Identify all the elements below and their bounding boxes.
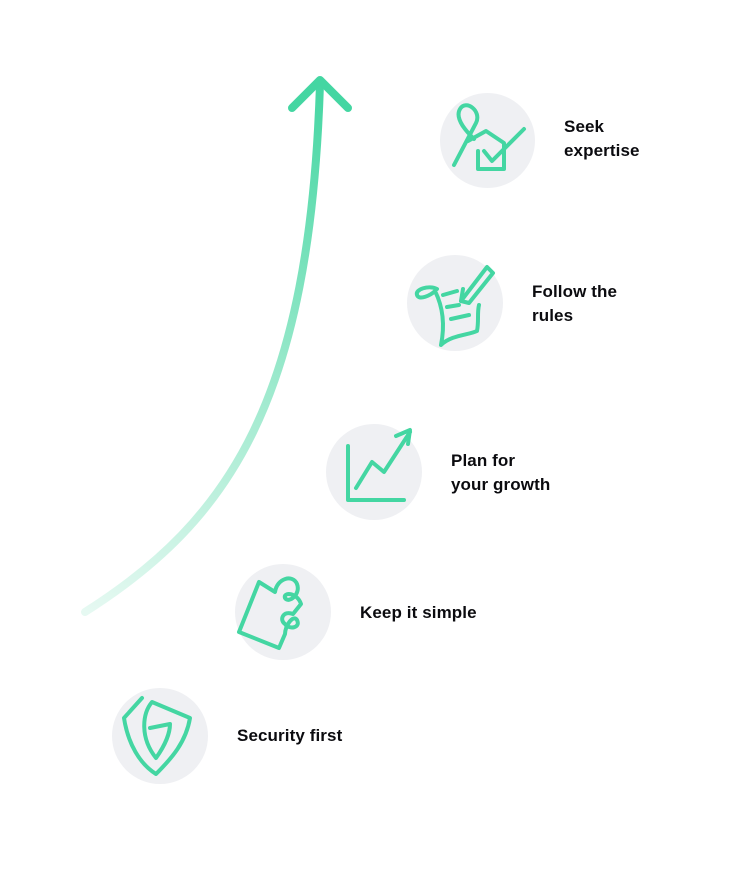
label-line-2: expertise	[564, 141, 640, 160]
label-line-2: your growth	[451, 475, 551, 494]
step-label-keep-it-simple: Keep it simple	[360, 601, 477, 625]
label-line-1: Seek	[564, 117, 605, 136]
expert-checkmark-icon	[452, 103, 526, 171]
arrow-head-icon	[288, 76, 352, 112]
step-circle-security-first	[112, 688, 208, 784]
arrow-curve	[81, 80, 324, 616]
shield-icon	[122, 696, 192, 776]
label-line-2: rules	[532, 306, 574, 325]
growth-chart-icon	[346, 428, 412, 502]
step-label-plan-for-growth: Plan for your growth	[451, 449, 550, 497]
step-label-seek-expertise: Seek expertise	[564, 115, 640, 163]
document-pen-icon	[414, 265, 495, 347]
label-line-1: Follow the	[532, 282, 618, 301]
step-circle-seek-expertise	[440, 93, 535, 188]
step-circle-follow-the-rules	[407, 255, 503, 351]
step-label-follow-the-rules: Follow the rules	[532, 280, 617, 328]
puzzle-piece-icon	[237, 576, 303, 650]
label-line-1: Keep it simple	[360, 603, 477, 622]
label-line-1: Plan for	[451, 451, 516, 470]
step-circle-plan-for-growth	[326, 424, 422, 520]
step-label-security-first: Security first	[237, 724, 342, 748]
label-line-1: Security first	[237, 726, 343, 745]
step-circle-keep-it-simple	[235, 564, 331, 660]
